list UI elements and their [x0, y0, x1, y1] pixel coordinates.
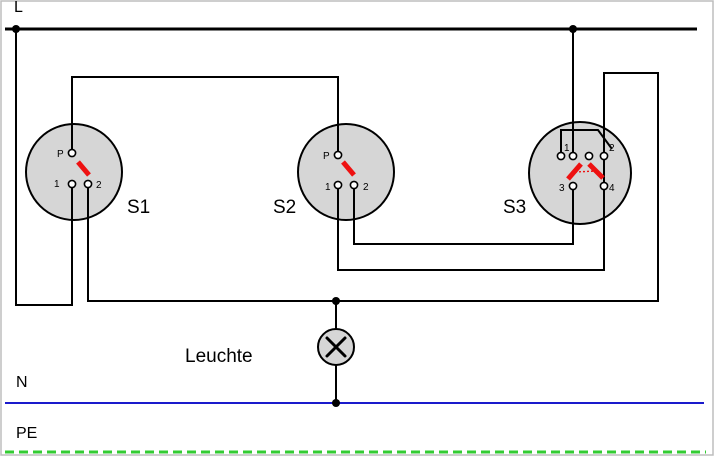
switch-s1-label: S1 — [127, 197, 150, 218]
switch-s3-contact-link — [574, 170, 597, 173]
wire-s1p-to-s2p — [71, 76, 339, 155]
junction-dot — [332, 297, 340, 305]
s3-internal-link — [560, 129, 613, 156]
switch-s1-contact — [76, 160, 91, 177]
junction-dot — [569, 25, 577, 33]
switch-s2-body — [297, 123, 395, 221]
s3-terminal-2b — [599, 151, 609, 161]
switch-s2-label: S2 — [273, 197, 296, 218]
s3-terminal-1a — [556, 151, 566, 161]
s3-terminal-3 — [568, 181, 578, 191]
s1-terminal-1-label: 1 — [54, 179, 60, 190]
s3-terminal-1b — [568, 151, 578, 161]
switch-s3-body — [528, 121, 632, 225]
s2-terminal-1-label: 1 — [325, 182, 331, 193]
lamp-x-icon — [317, 328, 355, 366]
s1-terminal-p-label: P — [57, 149, 64, 160]
wire-s2-1-to-s3-4 — [337, 185, 605, 271]
wire-l-to-s1-1 — [15, 29, 73, 306]
s1-terminal-2-label: 2 — [96, 180, 102, 191]
junction-dot — [12, 25, 20, 33]
s2-terminal-p — [333, 150, 343, 160]
s1-terminal-p — [67, 148, 77, 158]
bus-label-L: L — [14, 0, 23, 16]
lamp-label: Leuchte — [185, 346, 253, 367]
s3-terminal-2a — [584, 151, 594, 161]
switch-s3-contact-left — [566, 162, 583, 181]
s3-terminal-2-label: 2 — [609, 143, 615, 154]
bus-label-PE: PE — [16, 425, 37, 442]
s1-terminal-2 — [83, 179, 93, 189]
bus-label-N: N — [16, 374, 28, 391]
s2-terminal-p-label: P — [323, 151, 330, 162]
switch-s3-label: S3 — [503, 197, 526, 218]
switch-s2-contact — [341, 160, 356, 177]
s3-terminal-4-label: 4 — [609, 183, 615, 194]
s3-terminal-4 — [599, 181, 609, 191]
s2-terminal-1 — [333, 180, 343, 190]
s3-terminal-1-label: 1 — [564, 143, 570, 154]
switch-s1-body — [25, 123, 123, 221]
s2-terminal-2-label: 2 — [363, 182, 369, 193]
wire-s2-2-to-s3-3 — [353, 185, 574, 245]
s3-terminal-3-label: 3 — [559, 183, 565, 194]
s2-terminal-2 — [349, 180, 359, 190]
wire-s1-2-to-s3-4 — [87, 72, 659, 302]
junction-dot — [332, 399, 340, 407]
s1-terminal-1 — [67, 179, 77, 189]
